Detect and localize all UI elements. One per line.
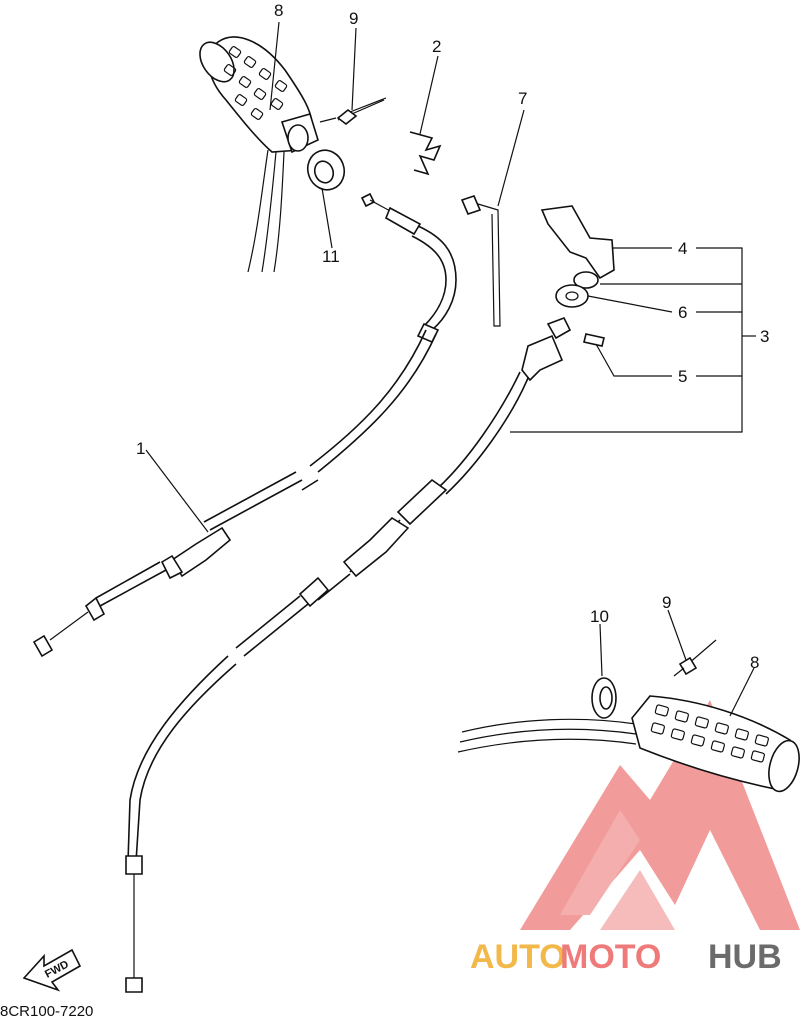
callout-2: 2 [432, 37, 441, 56]
callout-4: 4 [678, 239, 687, 258]
screw-9-bottom [673, 639, 717, 677]
fwd-arrow: FWD [22, 948, 82, 992]
throttle-lever-4 [540, 205, 615, 280]
cable-3 [125, 316, 572, 993]
callout-8-top: 8 [274, 1, 283, 20]
watermark-text: AUTO MOTO HUB [470, 938, 782, 976]
cable-tie-7 [460, 195, 501, 327]
callout-11: 11 [322, 247, 340, 266]
callout-5: 5 [678, 367, 687, 386]
callout-10: 10 [590, 607, 609, 626]
callout-1: 1 [136, 439, 145, 458]
left-handlebar-grip [199, 36, 319, 273]
cable-1 [32, 192, 457, 658]
diagram-code: 8CR100-7220 [0, 1003, 93, 1020]
screw-9-top [319, 97, 387, 126]
callout-3: 3 [760, 327, 769, 346]
washer-and-nut-6 [555, 271, 599, 308]
callout-8-bottom: 8 [750, 653, 759, 672]
watermark-hub: HUB [708, 938, 782, 976]
callout-9-top: 9 [349, 9, 358, 28]
callout-7: 7 [518, 89, 527, 108]
right-handlebar-grip [457, 695, 800, 793]
watermark-moto: MOTO [560, 938, 661, 976]
spring-clip-2 [409, 131, 442, 176]
callout-9-bottom: 9 [662, 593, 671, 612]
ring-10 [591, 677, 617, 719]
pin-5 [583, 333, 605, 347]
ring-11 [306, 149, 346, 191]
watermark-auto: AUTO [470, 938, 566, 976]
leader-lines [145, 21, 756, 717]
callout-6: 6 [678, 303, 687, 322]
